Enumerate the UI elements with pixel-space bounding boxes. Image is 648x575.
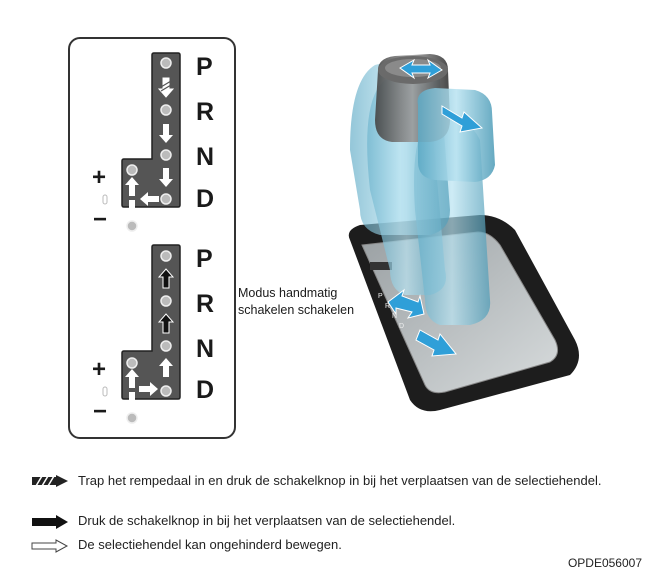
gear-letter-p: P	[196, 245, 213, 273]
gear-letter-r: R	[196, 290, 215, 318]
manual-minus-label: −	[93, 398, 108, 425]
solid-arrow-icon	[32, 515, 68, 529]
svg-text:R: R	[385, 303, 390, 310]
outline-arrow-icon	[140, 192, 159, 206]
bottom-shift-gate	[102, 244, 181, 424]
gear-letter-n: N	[196, 143, 215, 171]
gear-letter-d: D	[196, 185, 215, 213]
callout-line-1: Modus handmatig	[238, 286, 338, 300]
svg-text:N: N	[392, 313, 397, 320]
move-arrow-icon	[441, 105, 484, 133]
manual-plus-label: +	[92, 356, 107, 383]
hatched-arrow-icon	[157, 77, 175, 98]
outline-arrow-icon	[159, 168, 173, 187]
outline-arrow-icon	[125, 200, 139, 219]
manual-minus-label: −	[93, 206, 108, 233]
callout-line-2: schakelen schakelen	[238, 303, 355, 317]
gear-letter-r: R	[196, 98, 215, 126]
legend-text: Druk de schakelknop in bij het verplaats…	[78, 513, 456, 528]
outline-arrow-icon	[139, 382, 158, 396]
solid-arrow-icon	[157, 268, 175, 289]
move-arrow-icon	[415, 329, 457, 357]
gear-letter-d: D	[196, 376, 215, 404]
svg-text:P: P	[378, 293, 383, 300]
outline-arrow-icon	[125, 392, 139, 411]
shift-gate-diagrams	[102, 52, 181, 424]
outline-arrow-icon	[125, 369, 139, 388]
svg-text:D: D	[399, 323, 404, 330]
gear-letter-p: P	[196, 53, 213, 81]
solid-arrow-icon	[157, 313, 175, 334]
legend-text: Trap het rempedaal in en druk de schakel…	[78, 473, 602, 488]
move-arrow-icon	[387, 288, 425, 319]
move-arrow-icon	[399, 58, 443, 80]
outline-arrow-icon	[159, 124, 173, 143]
outline-arrow-icon	[159, 358, 173, 377]
figure-code: OPDE056007	[567, 556, 642, 570]
manual-plus-label: +	[92, 164, 107, 191]
hatched-arrow-icon	[32, 475, 68, 487]
outline-arrow-icon	[125, 177, 139, 196]
outline-arrow-icon	[31, 539, 69, 553]
legend-text: De selectiehendel kan ongehinderd bewege…	[78, 537, 342, 552]
gear-letter-n: N	[196, 335, 215, 363]
manual-mode-callout: Modus handmatig schakelen schakelen	[238, 285, 382, 319]
top-shift-gate	[102, 52, 181, 232]
